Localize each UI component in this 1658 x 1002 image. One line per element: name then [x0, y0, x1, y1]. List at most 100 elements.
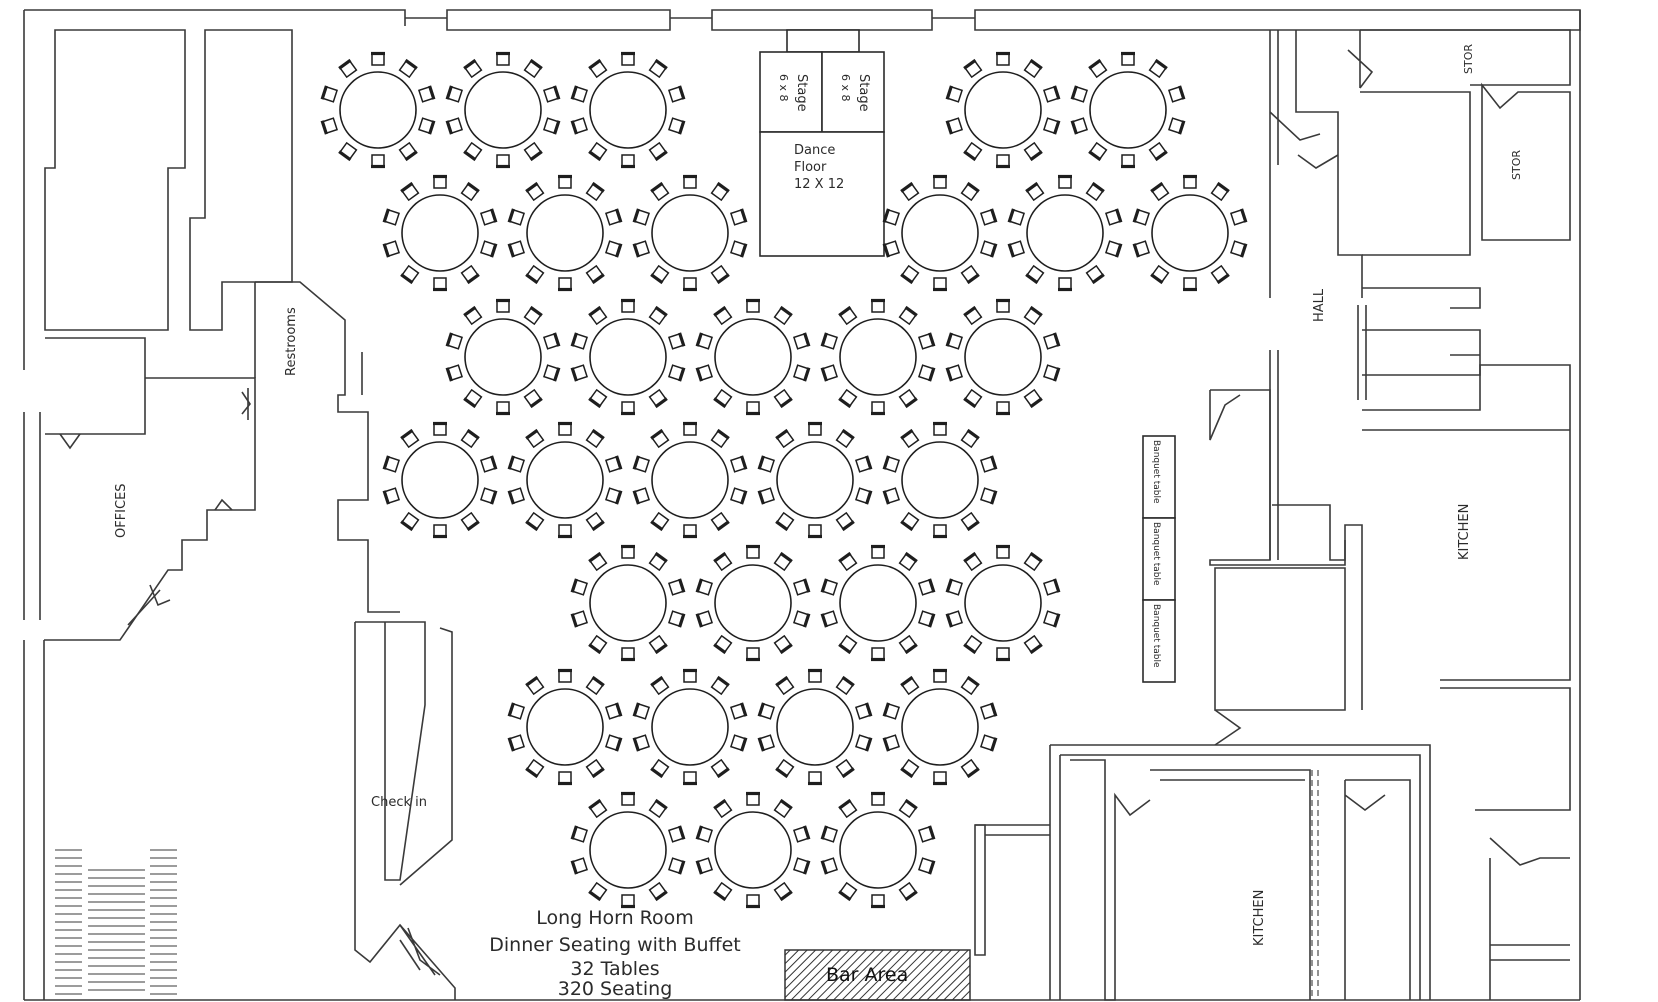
- chair: [604, 485, 623, 506]
- chair: [959, 757, 981, 779]
- round-table: [320, 51, 436, 169]
- chair: [459, 263, 481, 285]
- offices-label: OFFICES: [114, 483, 129, 538]
- chair: [382, 238, 401, 259]
- chair: [556, 668, 574, 684]
- chair: [994, 544, 1012, 560]
- chair: [619, 791, 637, 807]
- chair: [931, 523, 949, 539]
- chair: [695, 855, 714, 876]
- chair: [792, 577, 811, 598]
- chair: [587, 58, 609, 80]
- round-table: [757, 668, 873, 786]
- chair: [899, 263, 921, 285]
- chair: [647, 798, 669, 820]
- chair: [681, 421, 699, 437]
- chair: [854, 485, 873, 506]
- chair: [931, 276, 949, 292]
- chair: [945, 362, 964, 383]
- round-table: [570, 298, 686, 416]
- chair: [882, 238, 901, 259]
- chair: [774, 757, 796, 779]
- chair: [1132, 238, 1151, 259]
- chair: [979, 701, 998, 722]
- chair: [744, 791, 762, 807]
- round-table: [820, 791, 936, 909]
- chair: [869, 791, 887, 807]
- table-top: [714, 564, 792, 642]
- chair: [632, 454, 651, 475]
- chair: [667, 855, 686, 876]
- chair: [570, 84, 589, 105]
- chair: [667, 115, 686, 136]
- chair: [584, 510, 606, 532]
- chair: [1042, 115, 1061, 136]
- round-table: [757, 421, 873, 539]
- chair: [917, 824, 936, 845]
- chair: [744, 646, 762, 662]
- chair: [445, 331, 464, 352]
- chair: [806, 523, 824, 539]
- bar-counter: [784, 949, 971, 1001]
- chair: [917, 855, 936, 876]
- round-table: [570, 51, 686, 169]
- chair: [399, 510, 421, 532]
- chair: [542, 331, 561, 352]
- chair: [712, 633, 734, 655]
- chair: [744, 544, 762, 560]
- chair: [479, 238, 498, 259]
- chair: [397, 140, 419, 162]
- chair: [931, 421, 949, 437]
- chair: [1024, 181, 1046, 203]
- chair: [1056, 276, 1074, 292]
- chair: [667, 577, 686, 598]
- chair: [522, 58, 544, 80]
- chair: [1181, 276, 1199, 292]
- round-table: [1007, 174, 1123, 292]
- chair: [604, 207, 623, 228]
- chair: [882, 485, 901, 506]
- chair: [1084, 181, 1106, 203]
- chair: [1087, 58, 1109, 80]
- table-top: [964, 564, 1042, 642]
- chair: [587, 387, 609, 409]
- chair: [667, 362, 686, 383]
- chair: [1147, 140, 1169, 162]
- chair: [744, 298, 762, 314]
- stage-right: [821, 51, 885, 133]
- chair: [712, 798, 734, 820]
- chair: [681, 174, 699, 190]
- chair: [729, 207, 748, 228]
- chair: [681, 276, 699, 292]
- chair: [897, 305, 919, 327]
- chair: [494, 400, 512, 416]
- chair: [507, 454, 526, 475]
- chair: [744, 893, 762, 909]
- chair: [524, 757, 546, 779]
- chair: [1104, 207, 1123, 228]
- chair: [399, 428, 421, 450]
- chair: [712, 551, 734, 573]
- chair: [1104, 238, 1123, 259]
- chair: [772, 387, 794, 409]
- round-table: [945, 51, 1061, 169]
- setup-description: Dinner Seating with Buffet: [489, 934, 740, 956]
- chair: [619, 646, 637, 662]
- table-top: [401, 194, 479, 272]
- chair: [837, 633, 859, 655]
- table-top: [526, 441, 604, 519]
- table-top: [526, 194, 604, 272]
- chair: [570, 824, 589, 845]
- chair: [587, 880, 609, 902]
- chair: [695, 608, 714, 629]
- chair: [772, 305, 794, 327]
- table-top: [964, 318, 1042, 396]
- round-table: [882, 174, 998, 292]
- chair: [854, 454, 873, 475]
- chair: [1167, 115, 1186, 136]
- hall-label: HALL: [1312, 288, 1327, 322]
- chair: [399, 181, 421, 203]
- chair: [632, 485, 651, 506]
- table-top: [776, 441, 854, 519]
